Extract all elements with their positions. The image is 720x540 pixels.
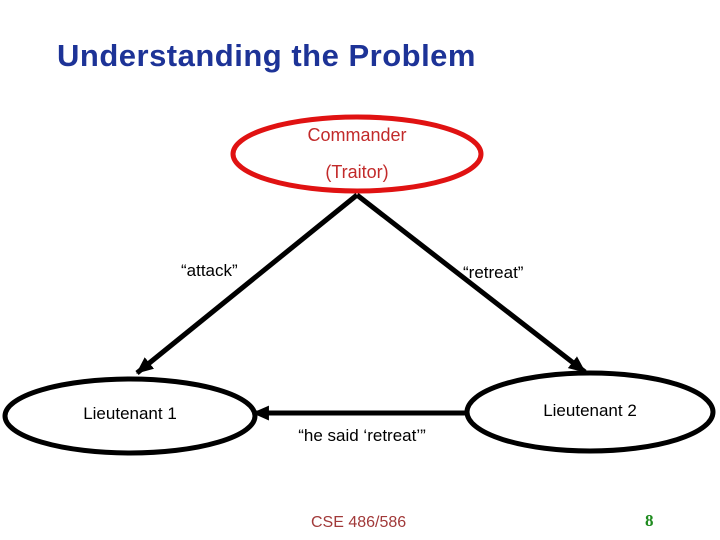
edge-label-retreat: “retreat” (463, 263, 524, 282)
edge-label-attack: “attack” (181, 261, 238, 280)
page-number: 8 (645, 511, 654, 530)
commander-traitor-sublabel: (Traitor) (325, 162, 389, 182)
page-title: Understanding the Problem (57, 38, 476, 73)
commander-node-ellipse (230, 114, 484, 194)
edge-commander-to-lieutenant2-arrow (355, 193, 587, 374)
lieutenant2-node-label: Lieutenant 2 (543, 401, 637, 420)
edge-label-he-said-retreat: “he said ‘retreat’” (298, 426, 426, 445)
edge-commander-to-lieutenant1-arrow (135, 193, 359, 375)
commander-node-label: Commander (307, 125, 407, 145)
lieutenant1-node-label: Lieutenant 1 (83, 404, 177, 423)
footer-course-code: CSE 486/586 (311, 514, 407, 531)
